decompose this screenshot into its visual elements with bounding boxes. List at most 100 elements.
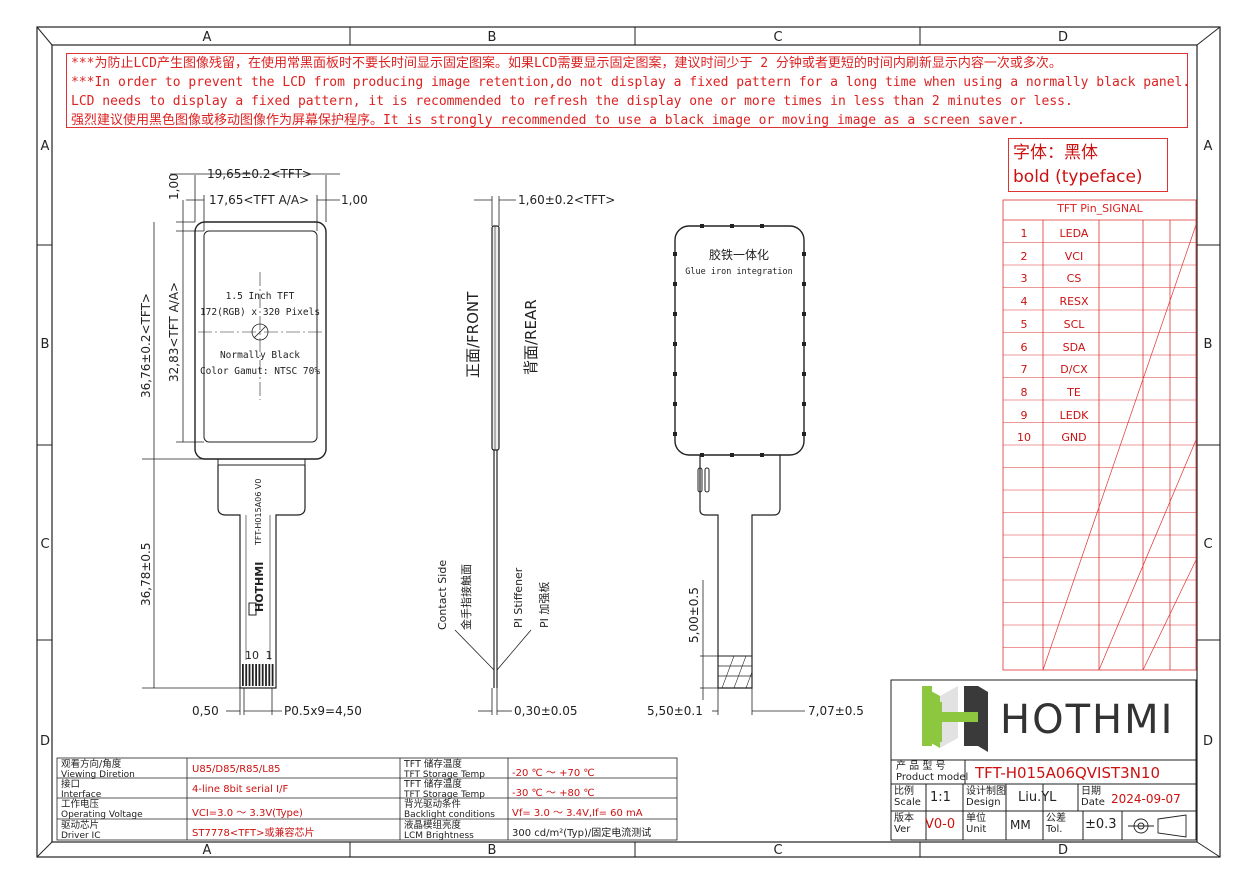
rear-notch [673, 342, 677, 346]
stiffener-cn: PI 加强板 [537, 582, 551, 628]
rear-edge-notches [673, 224, 806, 457]
pin-number: 9 [1020, 408, 1028, 422]
pin-number: 6 [1020, 340, 1028, 354]
spec-brightness-value: 300 cd/m²(Typ)/固定电流测试 [512, 828, 652, 839]
dim-left-margin: 1,00 [167, 173, 181, 200]
pin-number: 5 [1020, 317, 1028, 331]
rear-notch [700, 453, 704, 457]
zone-top-a: A [203, 30, 212, 45]
fpc-logo-icon [248, 602, 257, 616]
pin-signal: SDA [1062, 340, 1086, 354]
dim-right-margin: 1,00 [341, 193, 368, 207]
dim-fpc-length: 36,78±0.5 [139, 543, 153, 607]
rear-notch [700, 224, 704, 228]
pin-number: 7 [1020, 363, 1028, 377]
pin-number: 3 [1020, 272, 1028, 286]
spec-interface-value: 4-line 8bit serial I/F [192, 784, 289, 795]
rear-notch [760, 224, 764, 228]
pin-signal: GND [1061, 431, 1087, 445]
warning-line-1: ***为防止LCD产生图像残留，在使用常黑面板时不要长时间显示固定图案。如果LC… [71, 56, 1062, 71]
hothmi-logo-icon [922, 686, 988, 752]
pin-signal: CS [1066, 272, 1082, 286]
dim-stiffener-length: 5,00±0.5 [687, 587, 701, 643]
pin-signal: D/CX [1060, 363, 1088, 377]
pin-table-diagonals [1042, 224, 1197, 671]
pin-number: 4 [1020, 295, 1028, 309]
screen-gamut-text: Color Gamut: NTSC 70% [200, 366, 320, 377]
title-block-grid [890, 679, 1197, 841]
zone-right-a: A [1204, 139, 1213, 154]
rear-notch [802, 342, 806, 346]
stiffener-en: PI Stiffener [512, 567, 525, 628]
fpc-pin [242, 664, 244, 686]
pin-number: 10 [1017, 431, 1031, 445]
pin-signal: LEDK [1059, 408, 1089, 422]
contact-side-cn: 金手指接触面 [459, 564, 473, 630]
warning-line-4: 强烈建议使用黑色图像或移动图像作为屏幕保护程序。It is strongly r… [71, 113, 1025, 128]
pin-number: 2 [1020, 249, 1028, 263]
zone-left-a: A [41, 139, 50, 154]
rear-label: 背面/REAR [522, 299, 540, 375]
front-fpc-pins [242, 664, 274, 686]
zone-left-b: B [41, 337, 50, 352]
spec-voltage-value: VCI=3.0 ～ 3.3V(Type) [192, 808, 303, 819]
zone-right-d: D [1203, 734, 1213, 749]
zone-bottom-b: B [488, 843, 497, 858]
rear-notch [802, 282, 806, 286]
pin-table-grid [1002, 199, 1197, 671]
spec-storage-1-value: -20 ℃ ～ +70 ℃ [512, 768, 595, 779]
warning-line-3: LCD needs to display a fixed pattern, it… [71, 94, 1073, 109]
fpc-pin [251, 664, 254, 686]
designer-value: Liu.YL [1018, 790, 1057, 805]
pin-signal: SCL [1063, 317, 1085, 331]
font-note-cn: 字体：黑体 [1013, 143, 1098, 163]
fpc-pin [265, 664, 267, 686]
fpc-pin [268, 664, 271, 686]
zone-bottom-d: D [1058, 843, 1068, 858]
pin-signal: VCI [1064, 249, 1084, 263]
rear-notch [730, 224, 734, 228]
rear-notch [673, 432, 677, 436]
spec-viewing-value: U85/D85/R85/L85 [192, 764, 281, 775]
rear-notch [673, 312, 677, 316]
contact-side-en: Contact Side [436, 560, 449, 630]
spec-driver-value: ST7778<TFT>或兼容芯片 [192, 828, 315, 839]
pin-table-title: TFT Pin_SIGNAL [1057, 202, 1143, 215]
rear-notch [760, 453, 764, 457]
zone-top-b: B [488, 30, 497, 45]
pin-number: 1 [1020, 227, 1028, 240]
pin-signal: TE [1067, 385, 1081, 399]
rear-title-cn: 胶铁一体化 [709, 247, 769, 262]
rear-notch [802, 252, 806, 256]
warning-notice: ***为防止LCD产生图像残留，在使用常黑面板时不要长时间显示固定图案。如果LC… [66, 53, 1188, 128]
font-note: 字体：黑体 bold (typeface) [1008, 138, 1168, 192]
fpc-pin [255, 664, 257, 686]
rear-title-en: Glue iron integration [685, 267, 792, 277]
brand-logo-text: HOTHMI [1000, 697, 1175, 743]
outer-frame [36, 26, 1221, 858]
pin-number: 8 [1020, 385, 1028, 399]
pin-end-label: 1 [266, 649, 273, 662]
inner-frame [51, 44, 1198, 843]
dim-aa-width: 17,65<TFT A/A> [209, 193, 309, 207]
front-view [194, 221, 327, 689]
dim-outline-width: 19,65±0.2<TFT> [207, 167, 312, 181]
projection-symbol-icon [1128, 814, 1187, 838]
rear-notch [802, 432, 806, 436]
rear-notch [673, 252, 677, 256]
pin-signal: RESX [1059, 295, 1089, 309]
fpc-part-number: TFT-H015A06 V0 [254, 479, 263, 546]
screen-resolution-text: 172(RGB) x 320 Pixels [200, 307, 320, 318]
